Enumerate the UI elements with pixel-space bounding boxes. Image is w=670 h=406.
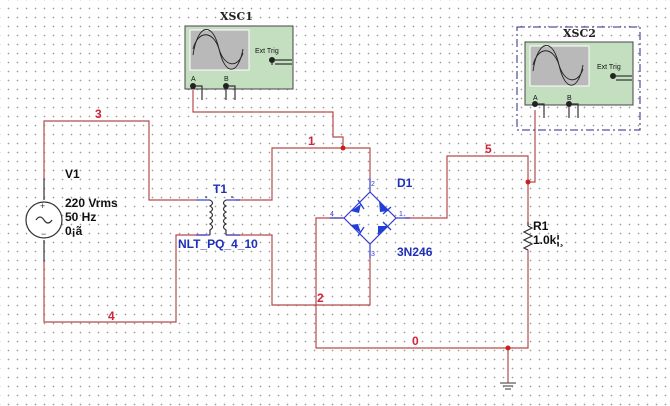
xsc2-probe-a[interactable] — [532, 101, 538, 107]
xsc1-channel-a: A — [191, 76, 196, 83]
wire-net-1[interactable] — [236, 147, 371, 201]
d1-pin-4: 4 — [330, 211, 334, 218]
d1-model-label: 3N246 — [397, 245, 433, 259]
xsc1-probe-b[interactable] — [223, 83, 229, 89]
wire-net-4[interactable] — [43, 234, 206, 323]
v1-ref-label: V1 — [65, 167, 80, 181]
xsc2-ref-label: XSC2 — [563, 27, 596, 40]
net-label-3: 3 — [95, 107, 102, 121]
xsc1-probe-a[interactable] — [190, 83, 196, 89]
primary-coil-icon — [208, 199, 214, 235]
svg-text:−: − — [41, 229, 46, 239]
xsc2-ext-trig-label: Ext Trig — [597, 64, 621, 71]
wire-net-0[interactable] — [315, 217, 529, 349]
svg-text:+: + — [40, 201, 45, 211]
t1-ref-label: T1 — [213, 182, 227, 196]
diode-icon — [350, 224, 365, 237]
r1-resistor[interactable] — [522, 222, 534, 251]
t1-transformer[interactable] — [196, 196, 240, 236]
junction-dot — [505, 345, 511, 351]
resistor-icon — [522, 225, 534, 251]
net-label-0: 0 — [412, 334, 419, 348]
xsc1-ext-trig-label: Ext Trig — [255, 48, 279, 55]
net-label-5: 5 — [485, 142, 492, 156]
junction-dot — [340, 145, 346, 151]
xsc2-oscilloscope[interactable]: XSC2 Ext Trig A B — [516, 26, 641, 131]
wire-net-5[interactable] — [405, 155, 529, 225]
v1-freq-label: 50 Hz — [65, 210, 96, 224]
net-label-1: 1 — [308, 134, 315, 148]
d1-ref-label: D1 — [397, 176, 413, 190]
wire-xsc1-a[interactable] — [192, 90, 344, 148]
xsc2-channel-b: B — [567, 95, 572, 102]
v1-phase-label: 0¡ã — [65, 224, 83, 238]
xsc2-probe-b[interactable] — [566, 101, 572, 107]
net-label-4: 4 — [108, 309, 115, 323]
diode-icon — [351, 199, 365, 213]
xsc1-oscilloscope[interactable]: XSC1 Ext Trig A B — [184, 10, 294, 100]
ground-icon[interactable] — [500, 382, 516, 390]
xsc1-ref-label: XSC1 — [220, 10, 253, 23]
wire-net-3[interactable] — [43, 120, 196, 201]
wire-xsc2-a[interactable] — [528, 110, 536, 183]
secondary-coil-icon — [222, 199, 228, 235]
wires — [43, 90, 536, 383]
r1-ref-label: R1 — [533, 219, 549, 233]
d1-pin-3: 3 — [371, 251, 375, 258]
t1-model-label: NLT_PQ_4_10 — [178, 237, 258, 251]
d1-pin-2: 2 — [371, 181, 375, 188]
wire-net-2[interactable] — [226, 234, 371, 306]
selection-box — [516, 26, 641, 131]
xsc1-channel-b: B — [224, 76, 229, 83]
r1-value-label: 1.0k¦¸ — [533, 233, 564, 247]
junction-dot — [525, 179, 531, 185]
d1-bridge-rectifier[interactable] — [330, 178, 410, 258]
xsc2-channel-a: A — [533, 95, 538, 102]
diode-icon — [379, 201, 392, 215]
v1-value-label: 220 Vrms — [65, 196, 118, 210]
net-label-2: 2 — [317, 291, 324, 305]
d1-pin-1: 1 — [399, 211, 403, 218]
v1-ac-source[interactable]: + − — [25, 178, 63, 262]
diode-icon — [378, 221, 392, 235]
